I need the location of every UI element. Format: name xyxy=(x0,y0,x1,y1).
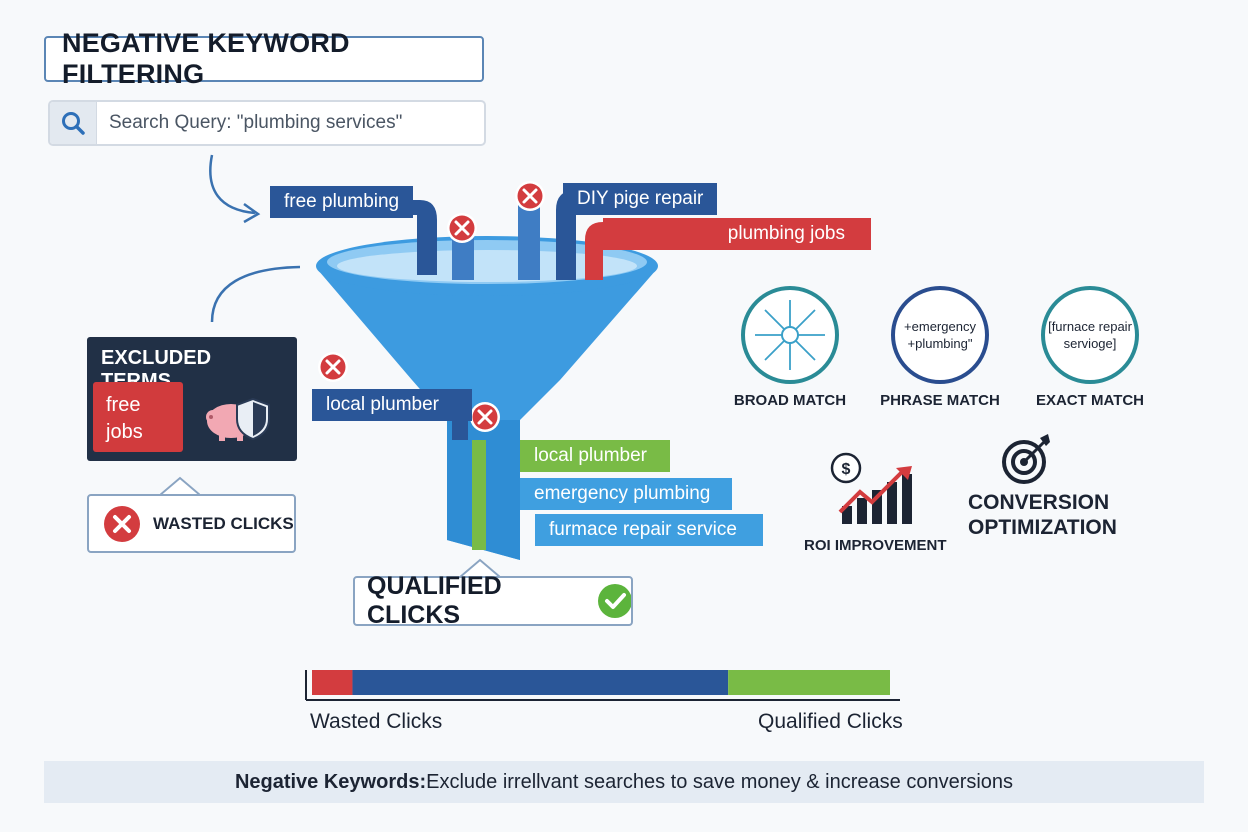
qualified-clicks-callout: QUALIFIED CLICKS xyxy=(353,572,633,629)
phrase-match-circle xyxy=(891,286,989,384)
wasted-x-icon xyxy=(104,505,140,542)
bar-segment-wasted xyxy=(312,670,353,695)
exact-match-example: [furnace repair servioge] xyxy=(1043,318,1137,352)
wasted-callout-pointer xyxy=(160,476,200,496)
bar-label-qualified: Qualified Clicks xyxy=(758,710,903,733)
roi-chart-icon: $ xyxy=(830,452,912,524)
reject-x-icon xyxy=(515,181,545,211)
search-query-text: Search Query: "plumbing services" xyxy=(109,112,403,133)
footer-bold: Negative Keywords: xyxy=(234,770,427,793)
exact-match-circle xyxy=(1041,286,1139,384)
reject-x-icon xyxy=(318,352,348,382)
tag-plumbing-jobs: plumbing jobs xyxy=(603,218,871,250)
footer-text: Exclude irrellvant searches to save mone… xyxy=(426,770,1014,793)
phrase-line2: +plumbing" xyxy=(907,336,973,351)
broad-match-label: BROAD MATCH xyxy=(733,392,847,409)
phrase-line1: +emergency xyxy=(904,319,976,334)
search-query-box[interactable]: Search Query: "plumbing services" xyxy=(48,100,486,146)
pipe-free xyxy=(400,200,437,275)
broad-match-icon xyxy=(741,286,839,384)
piggy-bank-shield-icon xyxy=(206,397,270,441)
wasted-clicks-label: WASTED CLICKS xyxy=(153,513,294,533)
tag-local-plumber-rejected: local plumber xyxy=(312,389,472,421)
conversion-optimization-label: CONVERSION OPTIMIZATION xyxy=(968,490,1117,540)
tag-furnace-repair: furmace repair service xyxy=(535,514,763,546)
excluded-terms-list: free jobs xyxy=(93,382,183,452)
excluded-term-jobs: jobs xyxy=(106,421,143,443)
excluded-terms-panel: EXCLUDED TERMS free jobs xyxy=(87,337,297,461)
tag-diy-repair: DIY pige repair xyxy=(563,183,718,215)
exact-match-label: EXACT MATCH xyxy=(1035,392,1145,409)
wasted-clicks-callout: WASTED CLICKS xyxy=(87,494,296,553)
phrase-match-label: PHRASE MATCH xyxy=(880,392,1000,409)
exact-line2: servioge] xyxy=(1063,336,1117,351)
pipe-diy xyxy=(518,195,540,280)
check-icon xyxy=(597,584,631,618)
reject-x-icon xyxy=(470,402,500,432)
excluded-term-free: free xyxy=(106,394,141,416)
tag-emergency-plumbing: emergency plumbing xyxy=(520,478,732,510)
conversion-line2: OPTIMIZATION xyxy=(968,516,1117,539)
bar-segment-qualified xyxy=(728,670,890,695)
phrase-match-example: +emergency +plumbing" xyxy=(893,318,987,352)
target-icon xyxy=(1002,434,1050,484)
footer-banner: Negative Keywords: Exclude irrellvant se… xyxy=(44,761,1204,803)
bar-label-wasted: Wasted Clicks xyxy=(310,710,443,733)
query-arrow xyxy=(209,154,256,215)
reject-x-icon xyxy=(447,213,477,243)
clicks-bar xyxy=(305,670,900,701)
roi-improvement-label: ROI IMPROVEMENT xyxy=(804,537,947,554)
qualified-clicks-label: QUALIFIED CLICKS xyxy=(367,572,502,629)
svg-text:$: $ xyxy=(842,461,851,478)
pipe-mid xyxy=(452,232,474,280)
bar-segment-middle xyxy=(352,670,729,695)
tag-local-plumber-qualified: local plumber xyxy=(520,440,670,472)
qualified-callout-pointer xyxy=(460,558,500,578)
tag-free-plumbing: free plumbing xyxy=(270,186,414,218)
exclusion-connector xyxy=(210,265,301,323)
conversion-line1: CONVERSION xyxy=(968,491,1110,514)
search-icon[interactable] xyxy=(50,102,97,144)
exact-line1: [furnace repair xyxy=(1048,319,1132,334)
